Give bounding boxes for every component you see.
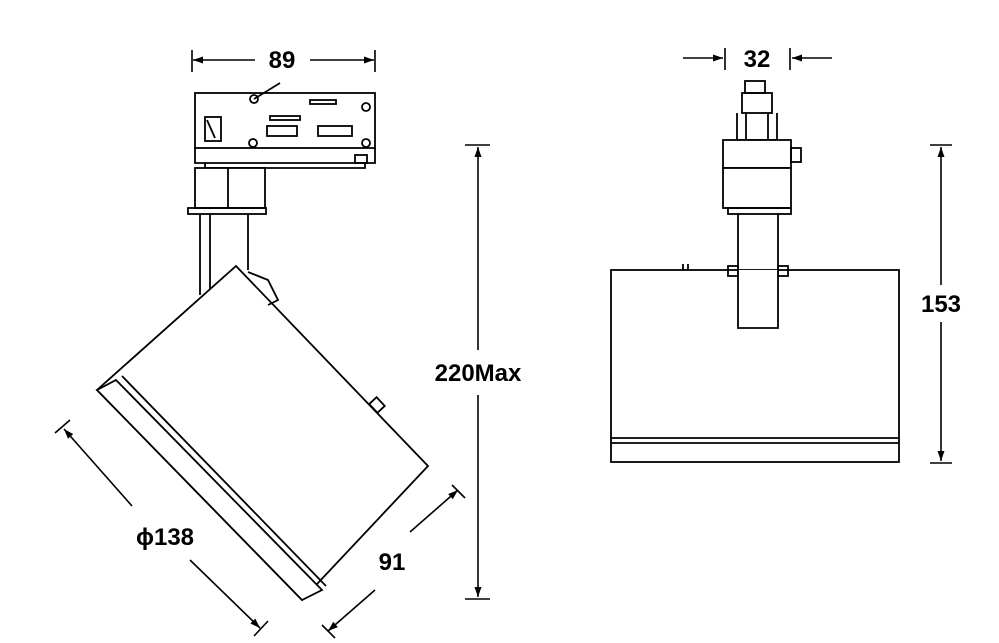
dimension-label-width-89: 89 — [269, 47, 296, 74]
side-track-adapter — [194, 82, 376, 169]
side-neck — [187, 167, 267, 295]
front-lamp-head — [610, 264, 900, 463]
dimension-label-length-91: 91 — [379, 549, 406, 576]
dimension-label-depth-32: 32 — [744, 46, 771, 73]
front-track-adapter — [722, 80, 802, 329]
side-lamp-head — [95, 264, 430, 602]
front-view — [610, 80, 900, 463]
dimension-label-height-153: 153 — [921, 291, 961, 318]
dimension-label-diameter-138: ϕ138 — [136, 524, 194, 551]
dimension-label-height-220max: 220Max — [435, 360, 522, 387]
side-view — [95, 82, 430, 602]
